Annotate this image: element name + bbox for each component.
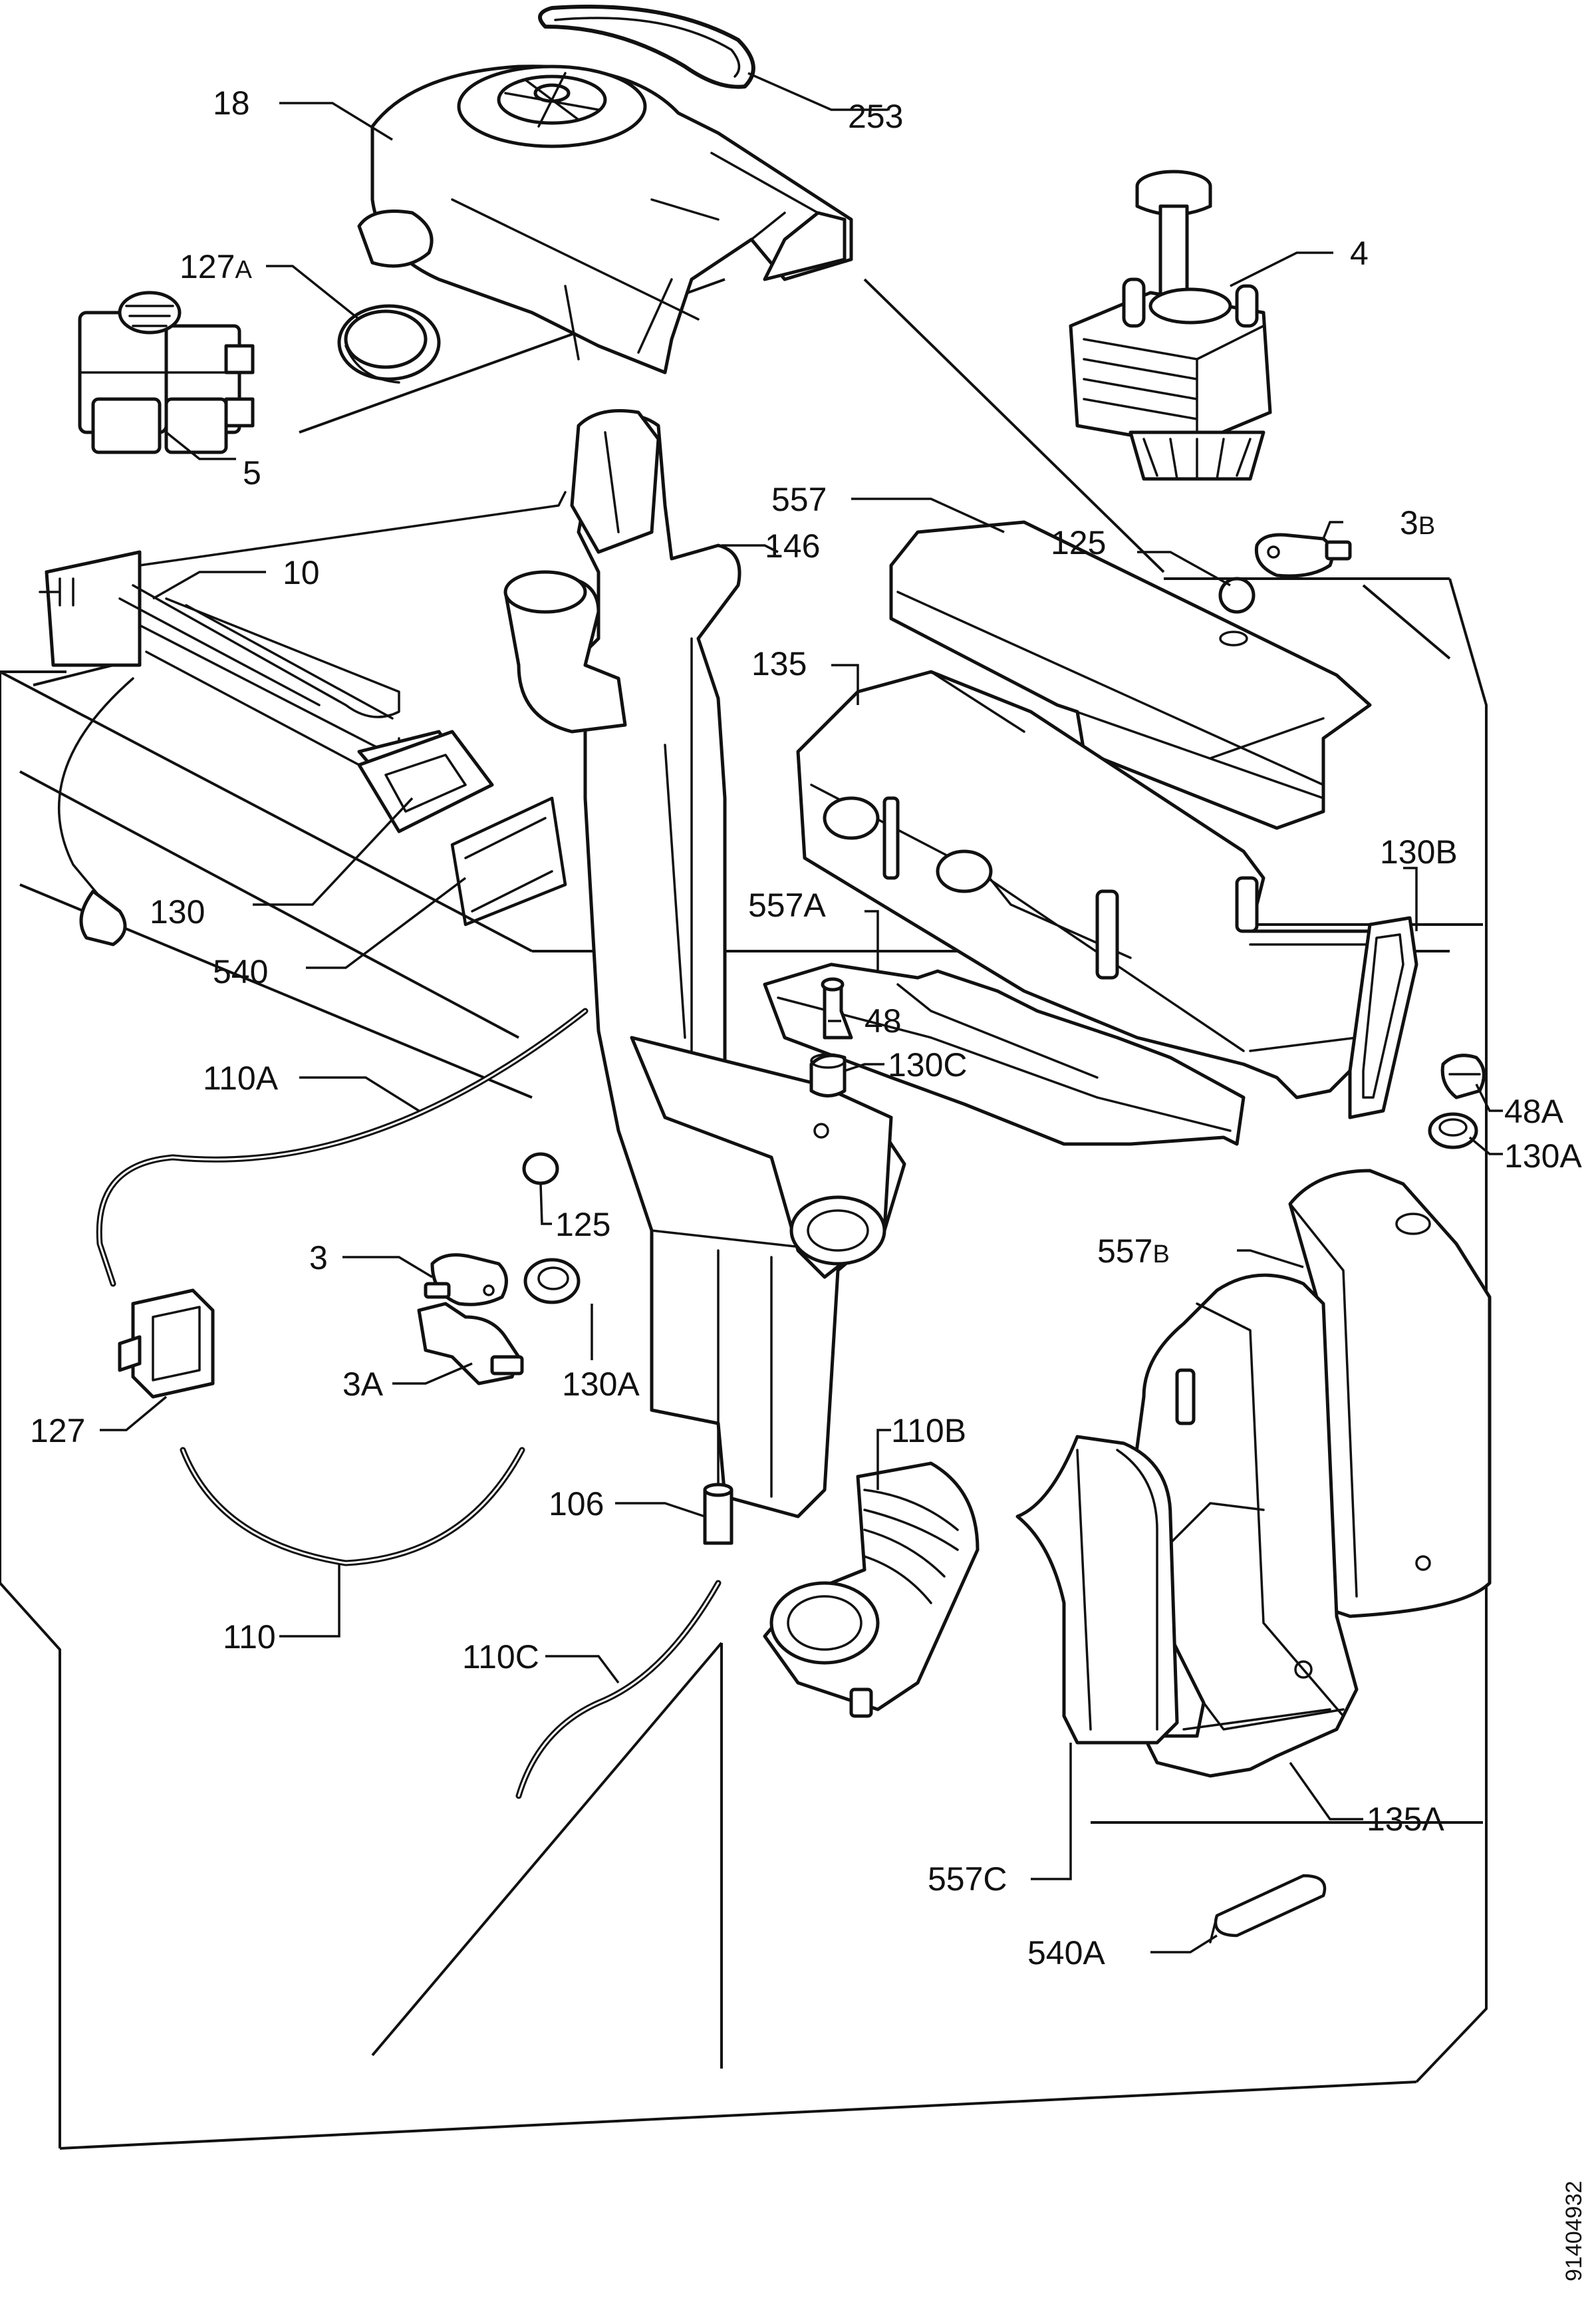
part-110A-hose <box>96 1008 589 1287</box>
part-48-sensor <box>821 977 853 1040</box>
callout-48: 48 <box>864 1002 902 1040</box>
callout-110C: 110C <box>462 1638 539 1675</box>
callout-130A-right: 130A <box>1504 1137 1582 1175</box>
callout-130B: 130B <box>1380 833 1458 871</box>
part-110-hose <box>180 1447 525 1566</box>
document-number: 91404932 <box>1561 2181 1587 2281</box>
part-557A-duct-cover <box>763 962 1246 1146</box>
callout-106: 106 <box>549 1485 604 1522</box>
callout-5: 5 <box>243 454 261 492</box>
callout-125-lower: 125 <box>555 1206 610 1243</box>
callout-253: 253 <box>848 98 903 135</box>
part-106-connector <box>703 1483 733 1545</box>
part-127-pressure-switch <box>118 1288 215 1399</box>
part-540A-clip <box>1209 1874 1327 1944</box>
part-3-thermostat <box>424 1253 508 1306</box>
part-130C-grommet <box>809 1053 847 1097</box>
part-127A-seal-ring <box>337 304 441 384</box>
part-4-fan-motor <box>1069 170 1272 481</box>
callout-557: 557 <box>771 481 827 518</box>
callout-557B: 557B <box>1097 1232 1170 1270</box>
callout-3: 3 <box>309 1239 328 1276</box>
callout-135A: 135A <box>1367 1801 1444 1838</box>
callout-4: 4 <box>1350 235 1369 272</box>
part-48A-sensor <box>1440 1054 1486 1099</box>
callout-48A: 48A <box>1504 1093 1564 1130</box>
part-125-oring-top <box>1218 577 1256 614</box>
part-130A-grommet-right <box>1428 1112 1478 1149</box>
callout-557C: 557C <box>928 1860 1007 1898</box>
part-135A-side-duct <box>1129 1273 1359 1778</box>
leader-lines <box>100 72 1503 1954</box>
callout-10: 10 <box>283 554 320 591</box>
callout-18: 18 <box>213 84 250 122</box>
part-130A-grommet-left <box>523 1258 581 1304</box>
part-253-belt <box>538 5 755 89</box>
callout-130: 130 <box>150 893 205 931</box>
part-130-gasket <box>357 730 494 833</box>
callout-557A: 557A <box>748 887 826 924</box>
callout-labels: 18 253 127A 4 5 557 125 3B 10 146 135 13… <box>30 84 1582 1971</box>
callout-127: 127 <box>30 1412 85 1449</box>
callout-540A: 540A <box>1027 1934 1105 1971</box>
callout-125-top: 125 <box>1051 524 1106 561</box>
part-3B-thermostat <box>1254 533 1352 578</box>
callout-3B: 3B <box>1400 504 1435 541</box>
part-18-fan-housing <box>357 65 853 374</box>
part-125-oring-lower <box>522 1152 559 1185</box>
callout-127A: 127A <box>180 248 252 285</box>
part-5-water-valve <box>78 291 255 454</box>
callout-130A-left: 130A <box>562 1366 640 1403</box>
callout-135: 135 <box>751 645 807 682</box>
part-3A-thermostat <box>417 1302 524 1385</box>
callout-3A: 3A <box>342 1366 384 1403</box>
part-557B-duct-cover <box>1288 1169 1492 1618</box>
part-540-clip <box>450 796 567 927</box>
part-557-duct-cover <box>889 520 1372 830</box>
callout-146: 146 <box>765 527 820 565</box>
part-110C-hose <box>515 1580 722 1799</box>
callout-130C: 130C <box>888 1046 968 1084</box>
part-146-main-duct <box>503 409 906 1519</box>
part-130B-gasket <box>1348 916 1418 1119</box>
part-110B-bellows-hose <box>763 1461 980 1718</box>
callout-110B: 110B <box>891 1412 966 1449</box>
callout-540: 540 <box>213 953 268 990</box>
callout-110A: 110A <box>203 1060 279 1097</box>
part-557C-cover <box>1015 1435 1179 1745</box>
callout-110: 110 <box>223 1618 276 1656</box>
